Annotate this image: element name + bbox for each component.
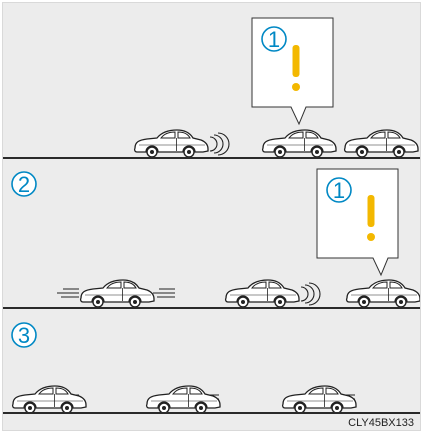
motion-lines-icon — [57, 289, 79, 297]
radar-waves-icon — [210, 133, 229, 155]
vehicle-ahead — [345, 130, 418, 157]
callout-bubble: 1 — [317, 169, 398, 275]
own-car — [147, 386, 220, 413]
callout-number: 1 — [268, 27, 280, 52]
motion-lines-icon — [153, 289, 175, 297]
warning-icon — [368, 195, 375, 227]
panel-2-number: 2 — [18, 172, 30, 197]
preceding-vehicle — [347, 280, 420, 307]
image-code: CLY45BX133 — [348, 417, 414, 429]
callout-bubble: 1 — [252, 18, 333, 124]
callout-number: 1 — [333, 178, 345, 203]
warning-icon — [293, 45, 300, 77]
own-car — [81, 280, 154, 307]
panel-1: 1 — [3, 18, 420, 158]
panel-3-number: 3 — [18, 323, 30, 348]
panel-2: 2 1 — [3, 169, 420, 308]
own-car — [135, 130, 208, 157]
own-car — [226, 280, 299, 307]
panel-3: 3 — [3, 323, 420, 413]
radar-waves-icon — [301, 283, 320, 305]
preceding-vehicle — [263, 130, 336, 157]
cruise-control-diagram: 1 2 1 3 — [3, 3, 420, 430]
own-car — [13, 386, 86, 413]
own-car — [283, 386, 356, 413]
